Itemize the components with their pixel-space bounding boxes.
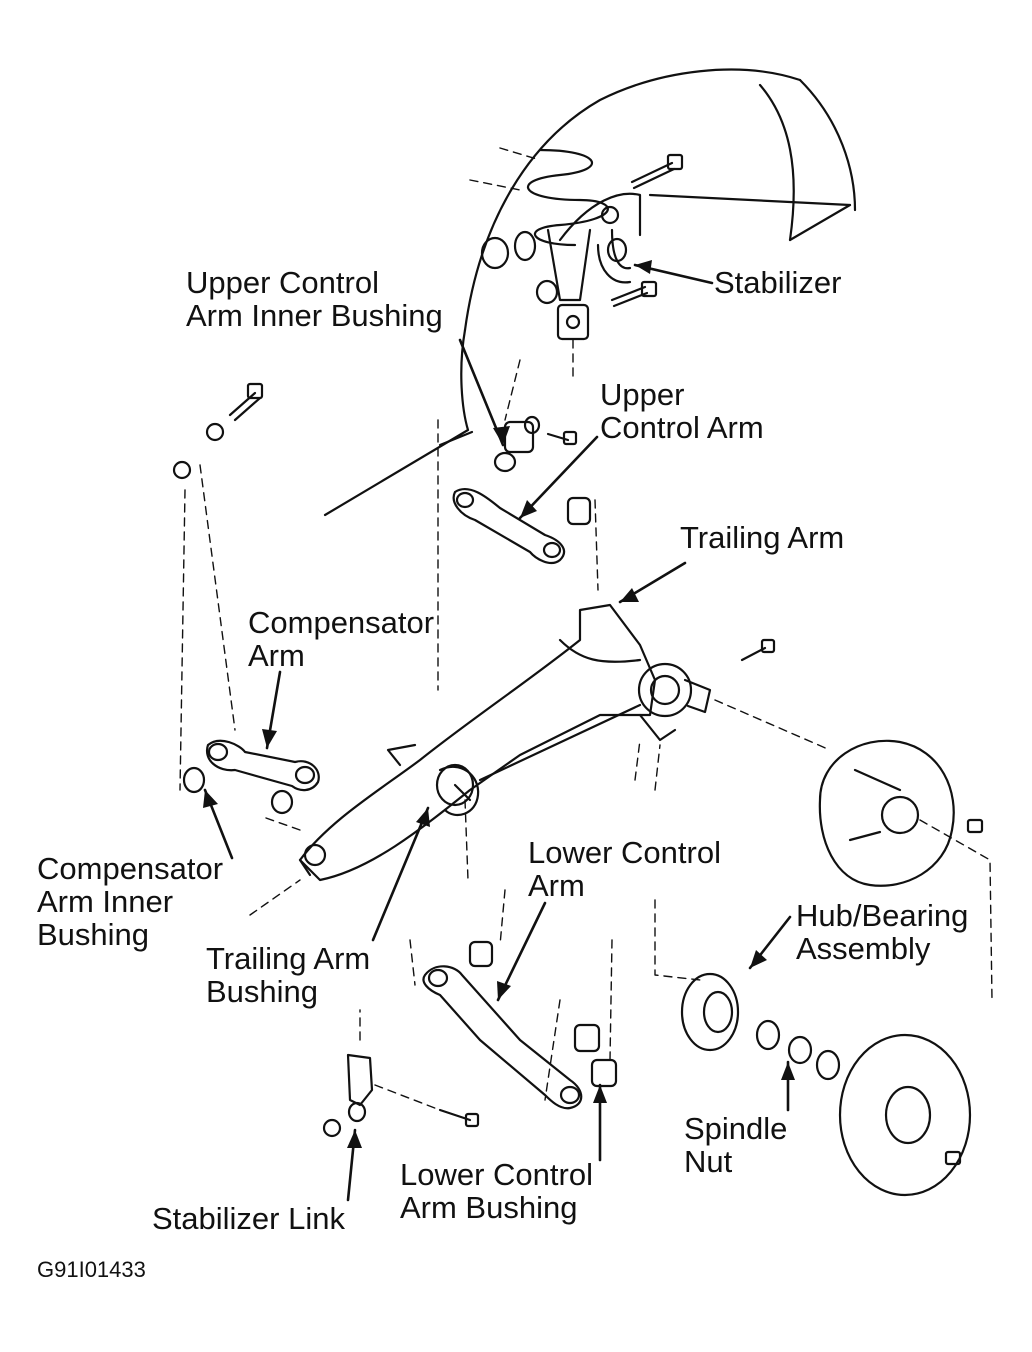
label-line: Arm Inner — [37, 884, 174, 919]
label-trailing-arm-bushing: Trailing Arm Bushing — [206, 942, 370, 1008]
backing-plate — [818, 739, 984, 887]
label-line: Upper Control — [186, 265, 379, 300]
label-stabilizer: Stabilizer — [714, 265, 842, 300]
label-trailing-arm: Trailing Arm — [680, 520, 845, 555]
label-line: Compensator — [37, 851, 224, 886]
stabilizer-bar — [535, 205, 632, 341]
label-line: Nut — [684, 1144, 733, 1179]
label-line: Trailing Arm — [206, 941, 371, 976]
label-line: Control Arm — [600, 410, 764, 445]
label-line: Bushing — [37, 917, 150, 952]
label-line: Bushing — [206, 974, 319, 1009]
figure-code: G91I01433 — [37, 1257, 146, 1282]
label-line: Lower Control — [528, 835, 721, 870]
label-compensator-arm: Compensator Arm — [248, 606, 434, 672]
label-line: Arm — [528, 868, 585, 903]
label-line: Assembly — [796, 931, 931, 966]
knuckle — [637, 638, 776, 742]
label-line: Arm Inner Bushing — [186, 298, 443, 333]
label-line: Compensator — [248, 605, 435, 640]
label-lower-control-arm: Lower Control Arm — [528, 836, 721, 902]
assembly-guides — [179, 147, 993, 1111]
label-line: Arm Bushing — [400, 1190, 578, 1225]
label-compensator-arm-inner-bushing: Compensator Arm Inner Bushing — [37, 852, 223, 951]
label-lower-control-arm-bushing: Lower Control Arm Bushing — [400, 1158, 593, 1224]
trailing-arm — [298, 603, 657, 882]
coil-spring — [526, 148, 609, 302]
compensator-arm — [182, 739, 320, 815]
label-hub-bearing-assembly: Hub/Bearing Assembly — [796, 899, 968, 965]
label-line: Arm — [248, 638, 305, 673]
label-upper-control-arm-inner-bushing: Upper Control Arm Inner Bushing — [186, 266, 443, 332]
label-stabilizer-link: Stabilizer Link — [152, 1201, 345, 1236]
label-line: Upper — [600, 377, 685, 412]
upper-control-arm — [452, 488, 592, 565]
hub-assembly — [680, 972, 972, 1197]
upper-bolts — [172, 153, 684, 480]
label-spindle-nut: Spindle Nut — [684, 1112, 787, 1178]
upper-control-arm-inner-bushing — [480, 230, 541, 473]
label-line: Spindle — [684, 1111, 788, 1146]
lower-control-arm — [422, 940, 618, 1110]
label-line: Hub/Bearing — [796, 898, 969, 933]
arrowheads — [203, 260, 795, 1148]
label-line: Lower Control — [400, 1157, 593, 1192]
label-upper-control-arm: Upper Control Arm — [600, 378, 764, 444]
stabilizer-link — [322, 1053, 480, 1138]
